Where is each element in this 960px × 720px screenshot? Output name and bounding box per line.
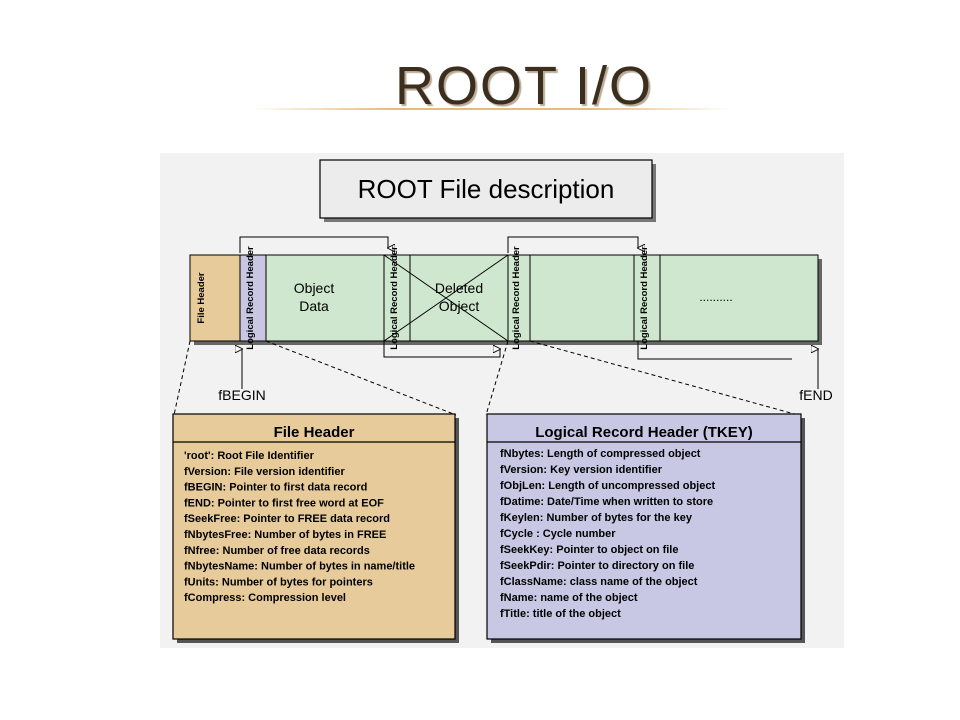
remaining-segment — [659, 254, 819, 342]
deleted-object-label-line1: Deleted — [435, 280, 483, 296]
logical-record-header-label: Logical Record Header — [245, 246, 256, 350]
slide-title: ROOT I/O — [395, 56, 654, 116]
file-header-label: File Header — [196, 272, 207, 324]
file-header-field: fCompress: Compression level — [184, 592, 346, 604]
logical-record-header-label: Logical Record Header — [639, 246, 650, 350]
file-header-field: fEND: Pointer to first free word at EOF — [184, 497, 384, 509]
object-data-label-line1: Object — [294, 280, 335, 296]
tkey-box-title: Logical Record Header (TKEY) — [535, 424, 753, 441]
tkey-field: fObjLen: Length of uncompressed object — [500, 480, 715, 492]
diagram-title-box: ROOT File description — [319, 159, 656, 222]
bottom-connectors — [242, 341, 818, 389]
data-segment — [529, 254, 635, 342]
title-underline — [250, 108, 730, 110]
file-header-field: fNbytesName: Number of bytes in name/tit… — [184, 561, 415, 573]
tkey-field: fSeekPdir: Pointer to directory on file — [500, 560, 694, 572]
deleted-cross-line — [383, 254, 509, 342]
fend-label: fEND — [799, 387, 832, 403]
tkey-field: fSeekKey: Pointer to object on file — [500, 544, 678, 556]
diagram-svg: ROOT File description File Header Logica… — [172, 159, 833, 643]
tkey-field: fVersion: Key version identifier — [500, 464, 663, 476]
continuation-dots: .......... — [699, 290, 732, 304]
object-data-label-line2: Data — [299, 298, 329, 314]
logical-record-header-segment — [383, 254, 411, 342]
deleted-object-label-line2: Object — [439, 298, 480, 314]
tkey-field: fTitle: title of the object — [500, 608, 621, 620]
file-header-field: fNbytesFree: Number of bytes in FREE — [184, 529, 386, 541]
logical-record-header-label: Logical Record Header — [389, 246, 400, 350]
data-labels: Object Data Deleted Object .......... — [294, 280, 733, 314]
file-header-field: 'root': Root File Identifier — [184, 450, 315, 462]
logical-record-header-label: Logical Record Header — [511, 246, 522, 350]
deleted-object-segment — [409, 254, 509, 342]
file-header-field: fSeekFree: Pointer to FREE data record — [184, 513, 390, 525]
record-strip — [189, 254, 822, 345]
diagram-panel: ROOT File description File Header Logica… — [160, 153, 844, 648]
file-header-field: fNfree: Number of free data records — [184, 545, 370, 557]
tkey-box: Logical Record Header (TKEY) fNbytes: Le… — [486, 413, 805, 643]
diagram-title: ROOT File description — [358, 174, 615, 204]
tkey-field: fClassName: class name of the object — [500, 576, 698, 588]
logical-record-header-segment — [633, 254, 661, 342]
object-data-segment — [265, 254, 385, 342]
tkey-field: fDatime: Date/Time when written to store — [500, 496, 713, 508]
segment-labels: File Header Logical Record Header Logica… — [196, 246, 650, 350]
file-header-field: fVersion: File version identifier — [184, 466, 345, 478]
zoom-lines — [173, 340, 799, 416]
file-header-field: fBEGIN: Pointer to first data record — [184, 482, 367, 494]
file-header-box: File Header 'root': Root File Identifier… — [172, 413, 459, 643]
file-header-box-title: File Header — [274, 424, 355, 441]
tkey-field: fCycle : Cycle number — [500, 528, 616, 540]
tkey-field: fNbytes: Length of compressed object — [500, 448, 701, 460]
top-connectors — [239, 236, 638, 253]
fbegin-label: fBEGIN — [218, 387, 265, 403]
file-header-field: fUnits: Number of bytes for pointers — [184, 576, 373, 588]
tkey-field: fName: name of the object — [500, 592, 638, 604]
tkey-field: fKeylen: Number of bytes for the key — [500, 512, 693, 524]
